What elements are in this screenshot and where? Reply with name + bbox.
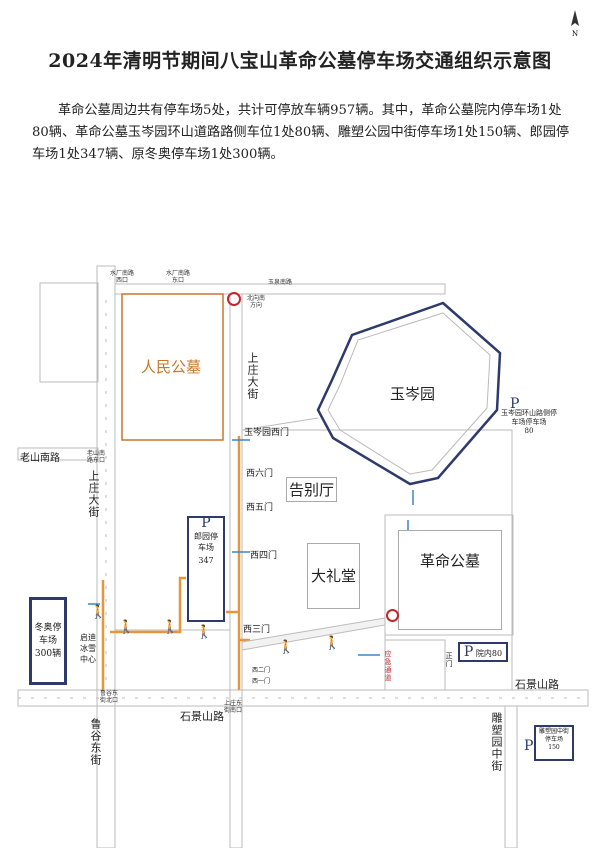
building-left <box>39 282 99 383</box>
bus-stop-shuichang-west: 水厂南路西口 <box>110 270 135 284</box>
bus-stop-shangzhuang-south: 上庄东街南口 <box>223 700 242 714</box>
gate-west5: 西五门 <box>246 503 274 513</box>
road-diaosu <box>504 705 518 848</box>
road-laoshan <box>17 447 99 461</box>
place-gaobieting: 告别厅 <box>286 477 338 502</box>
no-entry-icon <box>386 609 399 622</box>
parking-inner[interactable]: P 院内80 <box>458 642 508 662</box>
place-geming-cemetery: 革命公墓 <box>398 530 502 630</box>
gate-west1: 西一门 <box>252 678 271 685</box>
road-label-yuquan: 玉泉南路 <box>268 279 293 286</box>
pedestrian-icon: 🚶 <box>90 605 107 620</box>
road-west <box>96 265 116 848</box>
no-entry-note: 北向南方向 <box>246 295 265 309</box>
gate-west6: 西六门 <box>246 469 274 479</box>
yucenyuan-ring-road <box>316 301 502 486</box>
page-title: 2024年清明节期间八宝山革命公墓停车场交通组织示意图 <box>48 50 552 72</box>
road-label-shangzhuang-east: 上庄大街 <box>246 352 259 400</box>
parking-langyuan-count: 347 <box>198 556 214 565</box>
north-arrow-icon: N <box>568 8 582 38</box>
parking-diaosu-label: 雕塑园中街停车场 <box>538 728 569 743</box>
intro-paragraph: 革命公墓周边共有停车场5处，共计可停放车辆957辆。其中，革命公墓院内停车场1处… <box>32 103 570 162</box>
pedestrian-icon: 🚶 <box>118 620 135 635</box>
road-yuquan <box>114 283 446 295</box>
parking-yucen-ring[interactable]: P 玉岑园环山路侧停车场停车场 80 <box>500 396 558 436</box>
parking-icon: P <box>463 644 474 660</box>
road-label-emergency: 应急通道 <box>384 650 392 682</box>
place-renmin-cemetery: 人民公墓 <box>141 358 202 376</box>
bus-stop-laoshan-east: 老山南路东口 <box>86 450 105 464</box>
parking-diaosu-count: 150 <box>548 744 560 751</box>
pedestrian-icon: 🚶 <box>162 620 179 635</box>
gate-west2: 西二门 <box>252 667 271 674</box>
svg-text:N: N <box>572 30 578 38</box>
place-qidi: 启迪冰雪中心 <box>80 633 96 664</box>
parking-inner-label: 院内80 <box>475 649 503 658</box>
road-label-lugu: 鲁谷东街 <box>89 718 102 766</box>
road-label-laoshan: 老山南路 <box>20 453 60 464</box>
gate-west3: 西三门 <box>243 625 271 635</box>
road-label-shijingshan-right: 石景山路 <box>515 678 559 691</box>
pedestrian-icon: 🚶 <box>324 636 341 651</box>
road-label-shangzhuang-west: 上庄大街 <box>87 470 100 518</box>
road-label-shijingshan-left: 石景山路 <box>180 710 224 723</box>
place-dalitang: 大礼堂 <box>307 543 360 609</box>
pedestrian-icon: 🚶 <box>278 640 295 655</box>
vehicle-route <box>101 436 250 690</box>
parking-diaosu[interactable]: 雕塑园中街停车场 150 <box>534 725 574 761</box>
pedestrian-icon: 🚶 <box>196 625 213 640</box>
parking-winter-olympics[interactable]: 冬奥停车场300辆 <box>29 597 67 685</box>
gate-main: 正门 <box>445 652 453 668</box>
parking-yucen-ring-label: 玉岑园环山路侧停车场停车场 <box>501 409 557 426</box>
gate-yucen-west: 玉岑园西门 <box>244 428 290 438</box>
road-label-diaosu: 雕塑园中街 <box>490 712 503 772</box>
no-entry-icon <box>227 292 241 306</box>
bus-stop-lugu-north: 鲁谷东街北口 <box>99 690 118 704</box>
parking-langyuan-label: 郎园停车场 <box>194 532 218 552</box>
parking-winter-olympics-label: 冬奥停车场300辆 <box>34 623 62 659</box>
renmin-cemetery-outline <box>121 293 224 441</box>
parking-icon: P <box>510 396 520 412</box>
bus-stop-shuichang-east: 水厂南路东口 <box>166 270 191 284</box>
parking-yucen-ring-count: 80 <box>524 427 534 435</box>
parking-langyuan[interactable]: P 郎园停车场 347 <box>187 516 225 622</box>
parking-icon: P <box>524 738 534 754</box>
parking-icon: P <box>201 515 211 531</box>
place-yucenyuan: 玉岑园 <box>390 385 436 403</box>
gate-west4: 西四门 <box>250 551 278 561</box>
